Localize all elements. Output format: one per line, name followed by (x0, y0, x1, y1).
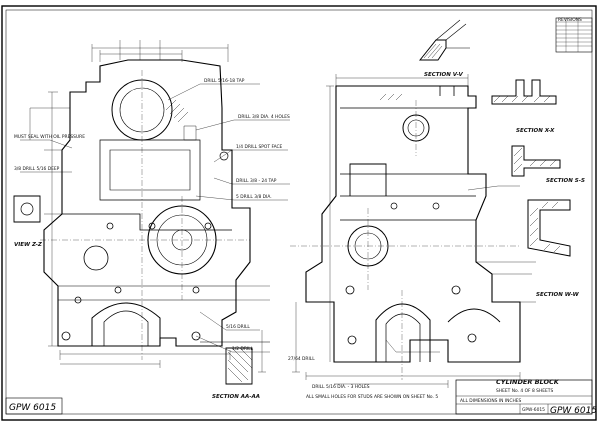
view-z-z-label: VIEW Z-Z (14, 242, 43, 248)
section-w-w-label: SECTION W-W (536, 292, 580, 298)
drawing-number-left: GPW 6015 (9, 403, 56, 413)
revisions-header: REVISIONS (558, 17, 582, 23)
left-elevation-view (13, 59, 251, 360)
section-aa-aa-label: SECTION AA-AA (212, 394, 260, 400)
note-7: 3/8 DRILL 5/16 DEEP (14, 166, 60, 172)
right-elevation-view (290, 85, 521, 380)
sheet-code: GPW-6015 (522, 407, 545, 413)
note-9: 1/2 DRILL (232, 346, 254, 352)
drawing-number-right: GPW 6015 (550, 406, 597, 416)
note-5: 27/64 DRILL (288, 356, 315, 362)
title-note: SHEET No. 4 OF 8 SHEETS (496, 388, 553, 394)
note-0: DRILL 5/16-18 TAP (204, 78, 245, 84)
note-3: DRILL 3/8 - 24 TAP (236, 178, 277, 184)
section-v-v-label: SECTION V-V (424, 72, 463, 78)
note-8: 5/16 DRILL (226, 324, 250, 330)
drawing-number-left-box (5, 397, 63, 415)
left-note-texts: DRILL 5/16-18 TAP DRILL 3/8 DIA. 4 HOLES… (14, 78, 290, 352)
left-dimension-lines (29, 40, 270, 373)
bottom-note-2: DRILL 5/16 DIA. - 3 HOLES (312, 384, 370, 390)
title-block (455, 379, 593, 415)
section-v-v-view (418, 19, 470, 61)
note-6: MUST SEAL WITH OIL PRESSURE (14, 134, 85, 140)
note-4: 5 DRILL 3/8 DIA. (236, 194, 272, 200)
note-1: DRILL 3/8 DIA. 4 HOLES (238, 114, 290, 120)
left-leader-lines (20, 83, 290, 353)
section-s-s-view (511, 145, 561, 177)
section-x-x-view (491, 79, 557, 105)
title-note-2: ALL DIMENSIONS IN INCHES (460, 398, 522, 404)
sheet-inner-border (5, 9, 593, 415)
bottom-note: ALL SMALL HOLES FOR STUDS ARE SHOWN ON S… (306, 394, 438, 400)
section-x-x-label: SECTION X-X (516, 128, 555, 134)
section-s-s-label: SECTION S-S (546, 178, 585, 184)
revisions-table (555, 17, 593, 53)
drawing-title: CYLINDER BLOCK (496, 378, 560, 386)
sheet-border (1, 5, 597, 421)
section-aa-aa-view (200, 341, 270, 385)
right-dimension-lines (292, 74, 536, 388)
section-w-w-view (527, 199, 571, 257)
note-2: 1/4 DRILL SPOT FACE (236, 144, 283, 150)
